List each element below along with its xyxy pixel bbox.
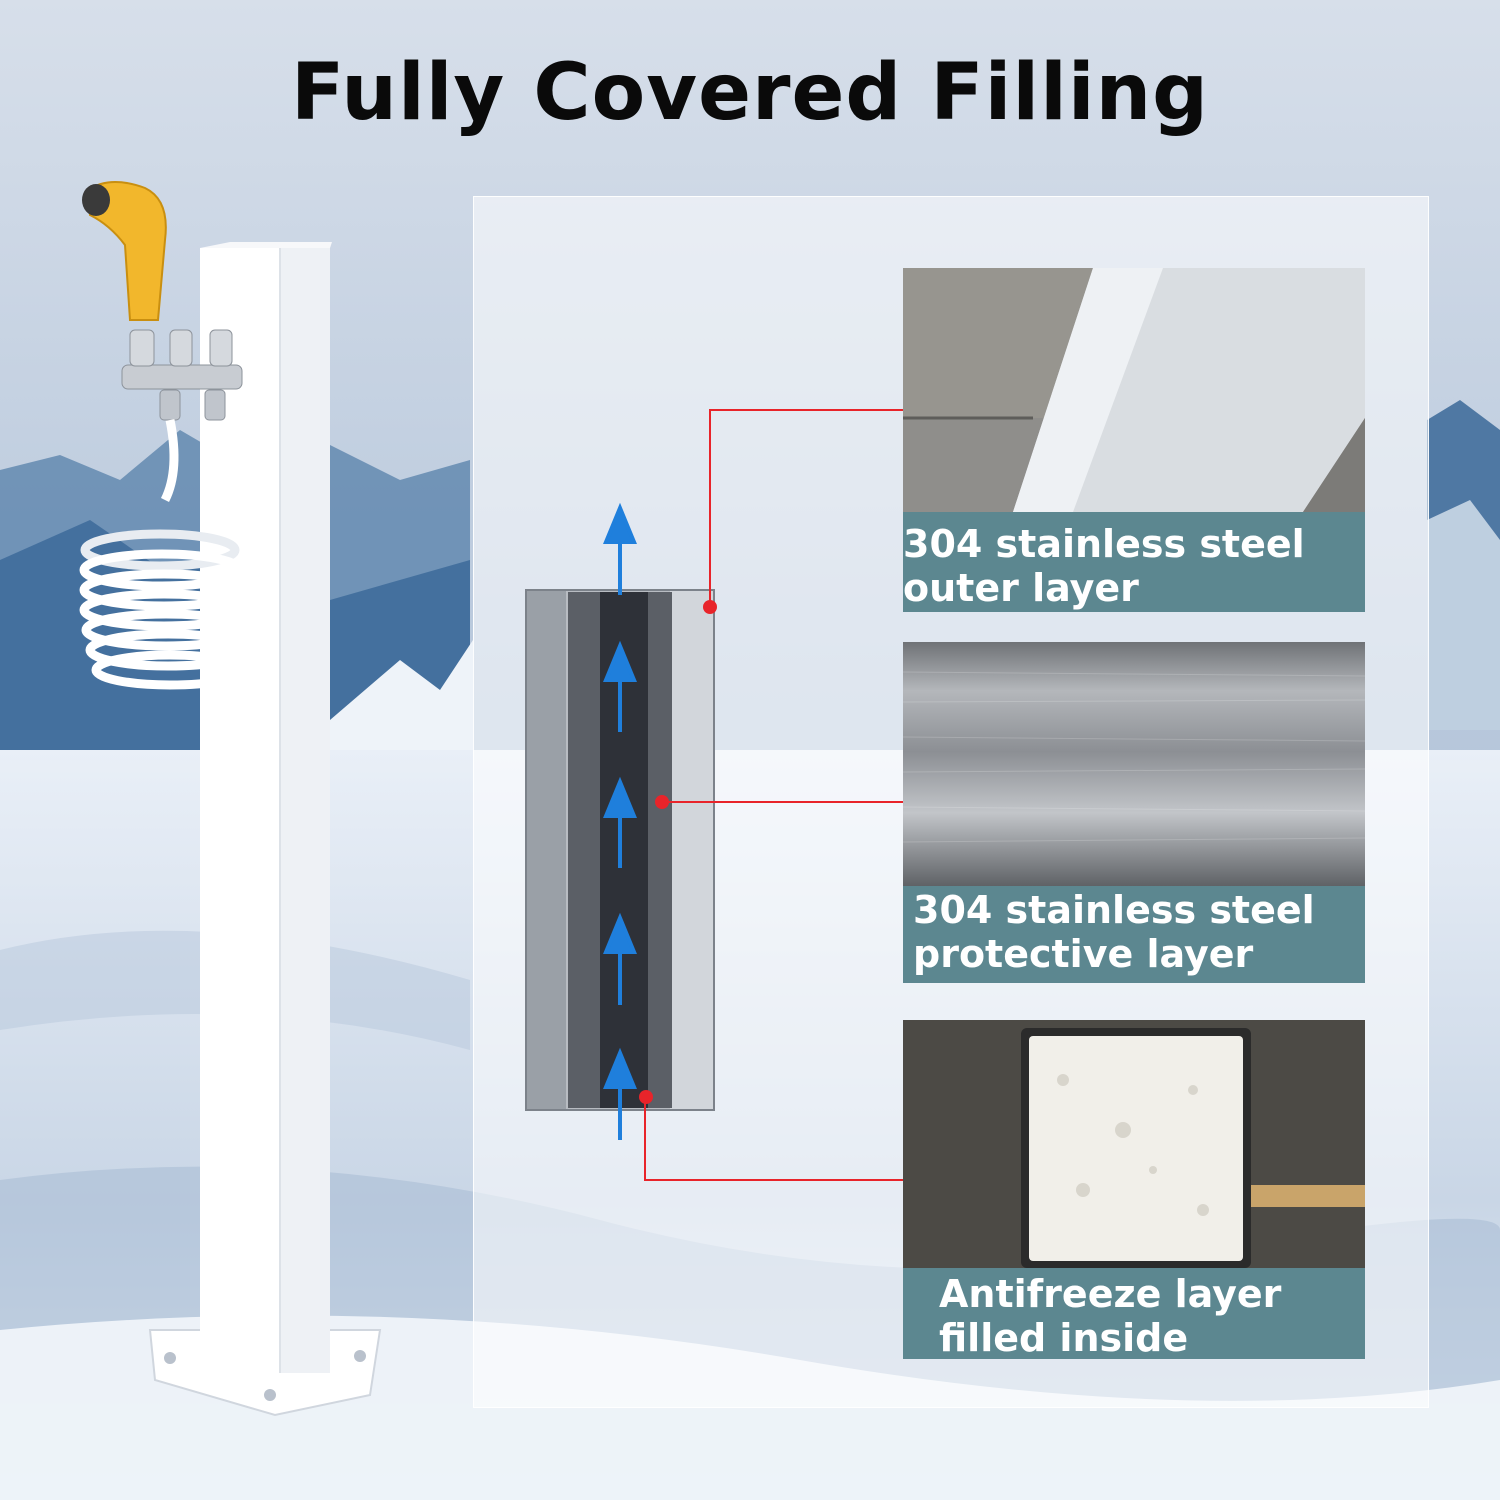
coiled-hose xyxy=(79,419,251,690)
post-side-face xyxy=(280,248,330,1373)
brushed-steel-photo xyxy=(903,642,1365,886)
page-title: Fully Covered Filling xyxy=(291,48,1209,138)
shower-post-product-image xyxy=(79,181,382,1417)
flow-arrow-icon xyxy=(603,776,637,818)
layer-label-antifreeze: Antifreeze layer filled inside xyxy=(903,1268,1365,1360)
flow-arrow-icon xyxy=(603,502,637,544)
foam-cross-section-photo xyxy=(903,1020,1365,1268)
flow-arrow-icon xyxy=(603,912,637,954)
flow-arrow-icon xyxy=(603,640,637,682)
yellow-sprayer-icon xyxy=(86,181,167,321)
steel-pipe-corner-photo xyxy=(903,268,1365,512)
foam-fill xyxy=(1029,1036,1243,1261)
layer-label-outer: 304 stainless steel outer layer xyxy=(903,512,1365,612)
pipe-cross-section-diagram xyxy=(525,502,715,1140)
flow-arrow-icon xyxy=(603,1047,637,1089)
layer-label-protective: 304 stainless steel protective layer xyxy=(903,886,1365,983)
